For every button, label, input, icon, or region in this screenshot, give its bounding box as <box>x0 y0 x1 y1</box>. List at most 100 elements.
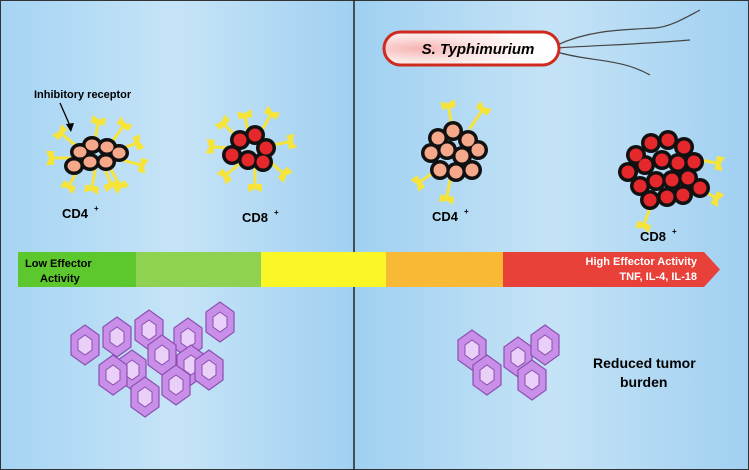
cell-body <box>676 188 690 202</box>
left-cd8-cluster <box>205 105 297 192</box>
cell-body <box>655 153 669 167</box>
cell-body <box>83 156 97 168</box>
tumor-cell <box>147 334 177 376</box>
activity-segment-5-arrowhead <box>503 252 720 287</box>
left-cd4-label: CD4 + <box>62 204 99 221</box>
cell-body <box>248 128 262 142</box>
high-activity-label-line1: High Effector Activity <box>586 256 698 268</box>
cell-body <box>643 193 657 207</box>
cell-body <box>621 165 635 179</box>
activity-segment-3 <box>261 252 386 287</box>
receptor-pointer-arrowhead <box>66 123 74 132</box>
cell-body <box>638 158 652 172</box>
cell-body <box>73 146 87 158</box>
cell-body <box>660 190 674 204</box>
reduced-tumor-caption-line1: Reduced tumor <box>593 355 696 371</box>
left-cd4-cluster-receptor <box>83 168 100 195</box>
low-activity-label-line1: Low Effector <box>25 258 92 270</box>
cell-body <box>85 139 99 151</box>
s-typhimurium-bacterium: S. Typhimurium <box>382 9 701 76</box>
cell-body <box>233 133 247 147</box>
right-cd8-superscript: + <box>672 227 677 236</box>
cell-body <box>225 148 239 162</box>
left-cd8-cluster-receptor <box>260 105 281 132</box>
cell-body <box>112 147 126 159</box>
cell-body <box>100 141 114 153</box>
right-cd8-label: CD8 + <box>640 227 677 244</box>
low-activity-label-line2: Activity <box>40 273 81 285</box>
left-cd4-cluster-receptor <box>46 151 72 165</box>
cell-body <box>665 173 679 187</box>
cell-body <box>99 156 113 168</box>
right-cd8-cluster-receptor <box>635 206 652 233</box>
right-cd8-cluster-cells <box>618 130 710 210</box>
cell-body <box>644 136 658 150</box>
effector-activity-bar: Low Effector Activity High Effector Acti… <box>18 252 720 287</box>
cell-body <box>259 141 273 155</box>
cell-body <box>677 140 691 154</box>
left-cd8-cluster-receptor <box>248 168 262 192</box>
right-cd4-cluster <box>410 99 492 205</box>
cell-body <box>461 133 475 147</box>
cell-body <box>449 165 463 179</box>
cell-body <box>633 179 647 193</box>
cell-body <box>241 153 255 167</box>
left-cd8-cluster-cells <box>222 125 276 172</box>
tumor-cell <box>530 324 560 366</box>
flagellum-2 <box>556 39 691 49</box>
tumor-cell <box>517 359 547 401</box>
flagellum-1 <box>556 9 701 46</box>
left-tumor-mass <box>70 301 235 418</box>
cell-clusters <box>46 99 725 233</box>
cell-body <box>424 146 438 160</box>
left-cd8-superscript: + <box>274 208 279 217</box>
right-cd4-superscript: + <box>464 207 469 216</box>
flagellum-3 <box>556 51 651 76</box>
bacterium-label: S. Typhimurium <box>422 41 535 58</box>
cell-body <box>256 155 270 169</box>
cell-body <box>661 133 675 147</box>
cell-body <box>433 163 447 177</box>
tumor-cell <box>70 324 100 366</box>
tumor-cell <box>161 364 191 406</box>
cell-body <box>67 160 81 172</box>
high-activity-label-line2: TNF, IL-4, IL-18 <box>619 271 697 283</box>
cell-body <box>629 148 643 162</box>
right-cd8-cluster <box>618 130 725 233</box>
left-cd8-text: CD8 <box>242 210 268 225</box>
cell-body <box>687 155 701 169</box>
left-cd8-cluster-receptor <box>216 163 240 185</box>
right-tumor-mass <box>457 324 560 401</box>
right-cd4-label: CD4 + <box>432 207 469 224</box>
cell-body <box>440 143 454 157</box>
left-cd8-label: CD8 + <box>242 208 279 225</box>
right-cd4-cluster-receptor <box>468 101 492 130</box>
cell-body <box>446 124 460 138</box>
activity-segment-4 <box>386 252 503 287</box>
left-cd4-cluster-receptor <box>110 116 133 144</box>
tumor-cell <box>205 301 235 343</box>
activity-segment-2 <box>136 252 261 287</box>
right-cd4-cluster-receptor <box>438 178 455 205</box>
cell-body <box>455 149 469 163</box>
right-cd4-cluster-cells <box>421 121 488 182</box>
left-cd4-cluster-receptor <box>108 166 130 195</box>
tumor-clusters <box>70 301 560 418</box>
left-cd4-cluster-cells <box>64 136 129 175</box>
tumor-cell <box>102 316 132 358</box>
bacterium-body <box>382 30 561 67</box>
cell-body <box>693 181 707 195</box>
inhibitory-receptor-label: Inhibitory receptor <box>34 89 132 101</box>
left-cd4-cluster-receptor <box>120 157 149 174</box>
right-cd4-text: CD4 <box>432 209 459 224</box>
left-cd4-cluster-receptor <box>52 124 77 147</box>
cell-body <box>671 156 685 170</box>
cell-body <box>465 163 479 177</box>
cell-body <box>431 131 445 145</box>
cell-body <box>471 143 485 157</box>
tumor-cell <box>194 349 224 391</box>
tumor-cell <box>472 354 502 396</box>
right-cd8-text: CD8 <box>640 229 666 244</box>
